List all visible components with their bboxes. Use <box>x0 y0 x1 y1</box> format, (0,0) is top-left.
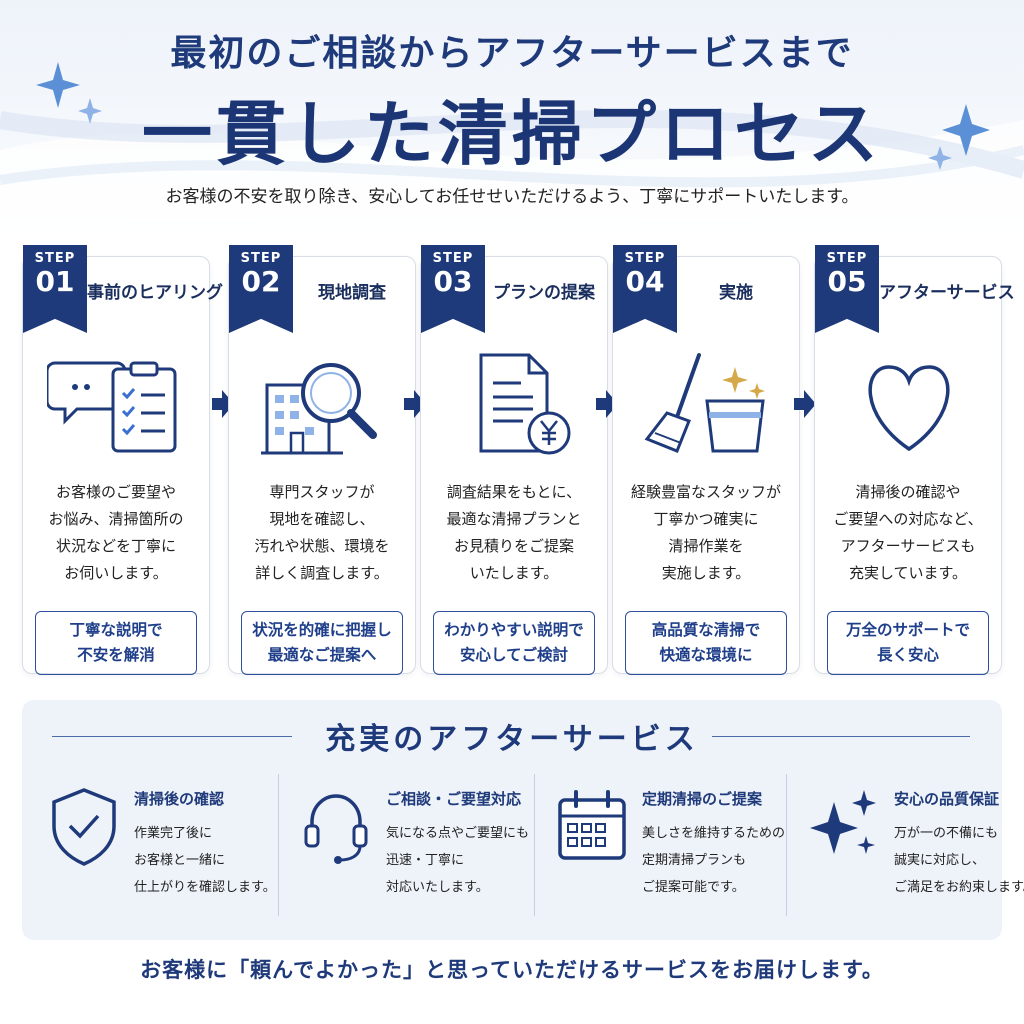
step-point-box: 状況を的確に把握し 最適なご提案へ <box>241 611 403 675</box>
page-subtitle: 最初のご相談からアフターサービスまで <box>170 32 854 74</box>
step-description: 専門スタッフが 現地を確認し、 汚れや状態、環境を 詳しく調査します。 <box>254 483 390 582</box>
step-description: 清掃後の確認や ご要望への対応など、 アフターサービスも 充実しています。 <box>833 483 983 582</box>
step-card-01: STEP 01 事前のヒアリング お客様のご要望や お悩み、清掃箇所の 状況など… <box>22 245 223 675</box>
step-number: 01 <box>35 265 75 298</box>
title-divider <box>712 736 970 737</box>
feature-description: 美しさを維持するための 定期清掃プランも ご提案可能です。 <box>642 826 786 895</box>
process-steps: STEP 01 事前のヒアリング お客様のご要望や お悩み、清掃箇所の 状況など… <box>22 244 1015 675</box>
step-card-05: STEP 05 アフターサービス 清掃後の確認や ご要望への対応など、 アフター… <box>814 245 1015 675</box>
feature-title: 定期清掃のご提案 <box>642 790 763 808</box>
feature-divider <box>534 774 535 916</box>
step-badge: STEP 04 <box>613 245 677 333</box>
feature-item: 清掃後の確認 作業完了後に お客様と一緒に 仕上がりを確認します。 <box>22 780 276 920</box>
feature-item: ご相談・ご要望対応 気になる点やご要望にも 迅速・丁寧に 対応いたします。 <box>274 780 529 920</box>
feature-description: 作業完了後に お客様と一緒に 仕上がりを確認します。 <box>134 826 276 895</box>
chat-clipboard-icon <box>47 361 177 453</box>
step-badge: STEP 05 <box>815 245 879 333</box>
step-card-03: STEP 03 プランの提案 調査結果をもとに、 最適な清掃プランと お見積りを… <box>420 245 608 675</box>
feature-description: 万が一の不備にも 誠実に対応し、 ご満足をお約束します。 <box>894 826 1024 895</box>
step-description: 調査結果をもとに、 最適な清掃プランと お見積りをご提案 いたします。 <box>446 483 582 582</box>
building-magnifier-icon <box>261 363 377 455</box>
document-yen-icon <box>479 353 571 455</box>
feature-divider <box>278 774 279 916</box>
step-title: プランの提案 <box>493 283 595 303</box>
step-description: 経験豊富なスタッフが 丁寧かつ確実に 清掃作業を 実施します。 <box>630 483 781 582</box>
step-badge: STEP 03 <box>421 245 485 333</box>
page-title: 一貫した清掃プロセス <box>142 92 882 175</box>
page-header: 最初のご相談からアフターサービスまで 一貫した清掃プロセス <box>0 28 1024 184</box>
heart-icon <box>868 365 950 452</box>
lead-text: お客様の不安を取り除き、安心してお任せせいただけるよう、丁寧にサポートいたします… <box>165 187 859 207</box>
feature-item: 安心の品質保証 万が一の不備にも 誠実に対応し、 ご満足をお約束します。 <box>782 780 1024 920</box>
sparkle-icon <box>928 104 990 170</box>
step-point-box: わかりやすい説明で 安心してご検討 <box>433 611 595 675</box>
step-number: 05 <box>827 265 867 298</box>
header-background <box>0 0 1024 260</box>
step-label: STEP <box>240 251 282 266</box>
step-label: STEP <box>624 251 666 266</box>
feature-title: ご相談・ご要望対応 <box>386 790 522 808</box>
feature-title: 安心の品質保証 <box>894 790 1000 808</box>
step-title: 事前のヒアリング <box>87 283 223 303</box>
step-title: 現地調査 <box>318 283 386 303</box>
arrow-right-icon <box>404 390 426 418</box>
title-divider <box>52 736 292 737</box>
step-title: アフターサービス <box>879 283 1015 303</box>
step-number: 03 <box>433 265 473 298</box>
after-service-title: 充実のアフターサービス <box>325 722 699 757</box>
headset-icon <box>304 794 368 864</box>
step-badge: STEP 01 <box>23 245 87 333</box>
footer-message: お客様に「頼んでよかった」と思っていただけるサービスをお届けします。 <box>140 957 884 982</box>
step-card-02: STEP 02 現地調査 専門スタッフが 現地を確認し、 汚れや状態、環境を 詳… <box>228 245 416 675</box>
sparkle-icon <box>36 62 102 124</box>
arrow-right-icon <box>794 390 816 418</box>
step-label: STEP <box>34 251 76 266</box>
sparkle-icon <box>810 790 876 854</box>
step-number: 04 <box>625 265 665 298</box>
arrow-right-icon <box>212 390 234 418</box>
step-point-box: 高品質な清掃で 快適な環境に <box>625 611 787 675</box>
step-point-box: 丁寧な説明で 不安を解消 <box>35 611 197 675</box>
calendar-icon <box>558 790 626 860</box>
feature-description: 気になる点やご要望にも 迅速・丁寧に 対応いたします。 <box>386 826 530 895</box>
step-point-box: 万全のサポートで 長く安心 <box>827 611 989 675</box>
shield-check-icon <box>52 788 116 866</box>
step-label: STEP <box>432 251 474 266</box>
feature-divider <box>786 774 787 916</box>
feature-item: 定期清掃のご提案 美しさを維持するための 定期清掃プランも ご提案可能です。 <box>530 780 785 920</box>
step-description: お客様のご要望や お悩み、清掃箇所の 状況などを丁寧に お伺いします。 <box>48 483 184 582</box>
step-title: 実施 <box>719 283 753 303</box>
step-label: STEP <box>826 251 868 266</box>
after-service-section: 充実のアフターサービス 清掃後の確認 作業完了後に お客様と一緒に 仕上がりを確… <box>22 700 1024 940</box>
arrow-right-icon <box>596 390 618 418</box>
broom-bucket-icon <box>644 353 765 453</box>
step-number: 02 <box>241 265 281 298</box>
step-card-04: STEP 04 実施 経験豊富なスタッフが 丁寧かつ確実に 清掃作業を 実施しま… <box>612 245 800 675</box>
step-badge: STEP 02 <box>229 245 293 333</box>
feature-title: 清掃後の確認 <box>134 790 225 808</box>
